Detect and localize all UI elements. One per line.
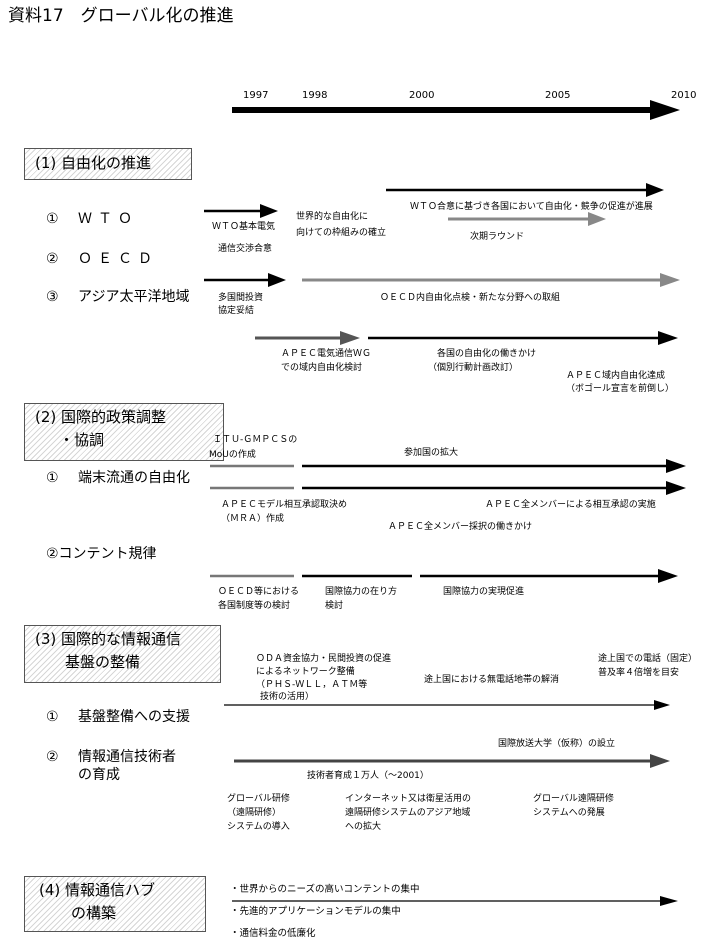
section-3-title-line1: (3) 国際的な情報通信 [35,630,182,648]
note-next-round: 次期ラウンド [470,232,525,242]
section-2-header: (2) 国際的政策調整 ・協調 [24,403,224,461]
arrow-train-head [650,754,670,768]
section-1-title: (1) 自由化の推進 [35,154,152,172]
arrow-infra-head [654,700,670,710]
arrow-wto-1-head [260,204,278,218]
s1-item-2-label: ＯＥＣＤ [78,251,158,267]
note-invest-2: 協定妥結 [218,306,255,316]
arrow-national-head [658,331,678,345]
note-mra-adopt: ＡＰＥＣ全メンバー採択の働きかけ [388,522,533,532]
section-2-title-line2: ・協調 [59,431,105,449]
note-hub-1: ・世界からのニーズの高いコンテントの集中 [230,884,420,895]
s3-item-1-label: 基盤整備への支援 [78,709,190,725]
note-hub-3: ・通信料金の低廉化 [230,928,316,939]
page-title: 資料17 グローバル化の推進 [8,6,234,26]
note-oecd-1: ＯＥＣＤ等における [218,587,300,597]
note-mra-1: ＡＰＥＣモデル相互承認取決め [221,500,348,510]
note-coop-2: 検討 [325,601,344,611]
note-oda-1: ＯＤＡ資金協力・民間投資の促進 [256,654,392,664]
note-apec-wg-2: での域内自由化検討 [281,363,363,373]
s1-item-2-num: ② [46,251,59,267]
arrow-wto-progress-head [646,183,664,197]
note-gd-1: グローバル遠隔研修 [533,794,614,804]
note-apec-achieve-2: （ボゴール宣言を前倒し） [566,384,675,394]
arrow-hub-head [660,896,678,906]
note-wto-progress: ＷＴＯ合意に基づき各国において自由化・競争の促進が進展 [410,202,653,212]
note-national-2: （個別行動計画改訂） [428,363,519,373]
arrow-apec-wg-head [340,331,360,345]
note-oda-2: によるネットワーク整備 [256,667,355,677]
section-1-header: (1) 自由化の推進 [24,148,192,180]
arrow-oecd-review-head [660,273,680,287]
note-gt-3: システムの導入 [227,822,290,832]
section-3-header: (3) 国際的な情報通信 基盤の整備 [24,625,221,683]
note-itu-1: ＩＴＵ-ＧＭＰＣＳの [213,435,298,445]
s2-item-2-label: ②コンテント規律 [46,546,157,562]
note-oda-3: （ＰＨＳ-ＷＬＬ，ＡＴＭ等 [256,680,368,690]
s1-item-1-num: ① [46,211,59,227]
note-net-1: インターネット又は衛星活用の [345,794,472,804]
note-expand: 参加国の拡大 [404,448,459,458]
arrow-invest-head [268,273,286,287]
s3-item-2-label-cont: の育成 [78,767,120,783]
year-1998: 1998 [302,90,328,101]
note-net-2: 遠隔研修システムのアジア地域 [345,808,471,818]
note-hub-2: ・先進的アプリケーションモデルの集中 [230,906,401,917]
note-framework-1: 世界的な自由化に [296,212,369,222]
note-train: 技術者育成１万人（～2001） [307,771,429,781]
section-2-title-line1: (2) 国際的政策調整 [35,408,167,426]
note-oecd-review: ＯＥＣＤ内自由化点検・新たな分野への取組 [380,293,561,303]
s3-item-2-num: ② [46,749,59,765]
arrow-next-round-head [588,212,606,226]
section-4-title-line2: の構築 [71,904,117,922]
note-gt-1: グローバル研修 [227,794,290,804]
note-itu-2: MoUの作成 [209,450,256,460]
year-2010: 2010 [671,90,697,101]
arrow-mra-all-head [666,481,686,495]
note-oda-4: 技術の活用） [260,692,315,702]
section-4-header: (4) 情報通信ハブ の構築 [24,876,206,932]
s1-item-3-num: ③ [46,289,59,305]
arrow-coop-real-head [658,569,678,583]
note-coop-real: 国際協力の実現促進 [443,587,525,597]
note-gt-2: （遠隔研修） [227,808,282,818]
note-univ: 国際放送大学（仮称）の設立 [498,739,616,749]
s2-item-1-num: ① [46,470,59,486]
note-mra-2: （ＭＲＡ）作成 [221,514,285,524]
s2-item-1-label: 端末流通の自由化 [78,470,190,486]
s1-item-3-label: アジア太平洋地域 [78,289,190,305]
section-3-title-line2: 基盤の整備 [65,653,141,671]
note-wto-basic: ＷＴＯ基本電気 [212,222,276,232]
note-phone-2: 普及率４倍増を目安 [598,668,680,678]
note-net-3: への拡大 [345,822,382,832]
arrow-expand-head [666,459,686,473]
year-1997: 1997 [243,90,269,101]
year-2005: 2005 [545,90,571,101]
note-mra-all: ＡＰＥＣ全メンバーによる相互承認の実施 [485,500,656,510]
note-phone-1: 途上国での電話（固定） [598,654,698,664]
note-nophone: 途上国における無電話地帯の解消 [424,675,560,685]
note-invest-1: 多国間投資 [218,293,264,303]
note-oecd-2: 各国制度等の検討 [218,601,291,611]
s3-item-2-label: 情報通信技術者 [78,749,176,765]
note-framework-2: 向けての枠組みの確立 [296,228,387,238]
note-national-1: 各国の自由化の働きかけ [437,349,537,359]
section-4-title-line1: (4) 情報通信ハブ [39,881,156,899]
timeline-arrow-head [650,100,680,120]
note-apec-wg-1: ＡＰＥＣ電気通信ＷＧ [281,349,372,359]
note-coop-1: 国際協力の在り方 [325,587,398,597]
note-gd-2: システムへの発展 [533,808,605,818]
s1-item-1-label: ＷＴＯ [78,211,138,227]
note-apec-achieve-1: ＡＰＥＣ域内自由化達成 [566,371,666,381]
s3-item-1-num: ① [46,709,59,725]
note-wto-agree: 通信交渉合意 [218,244,273,254]
year-2000: 2000 [409,90,435,101]
